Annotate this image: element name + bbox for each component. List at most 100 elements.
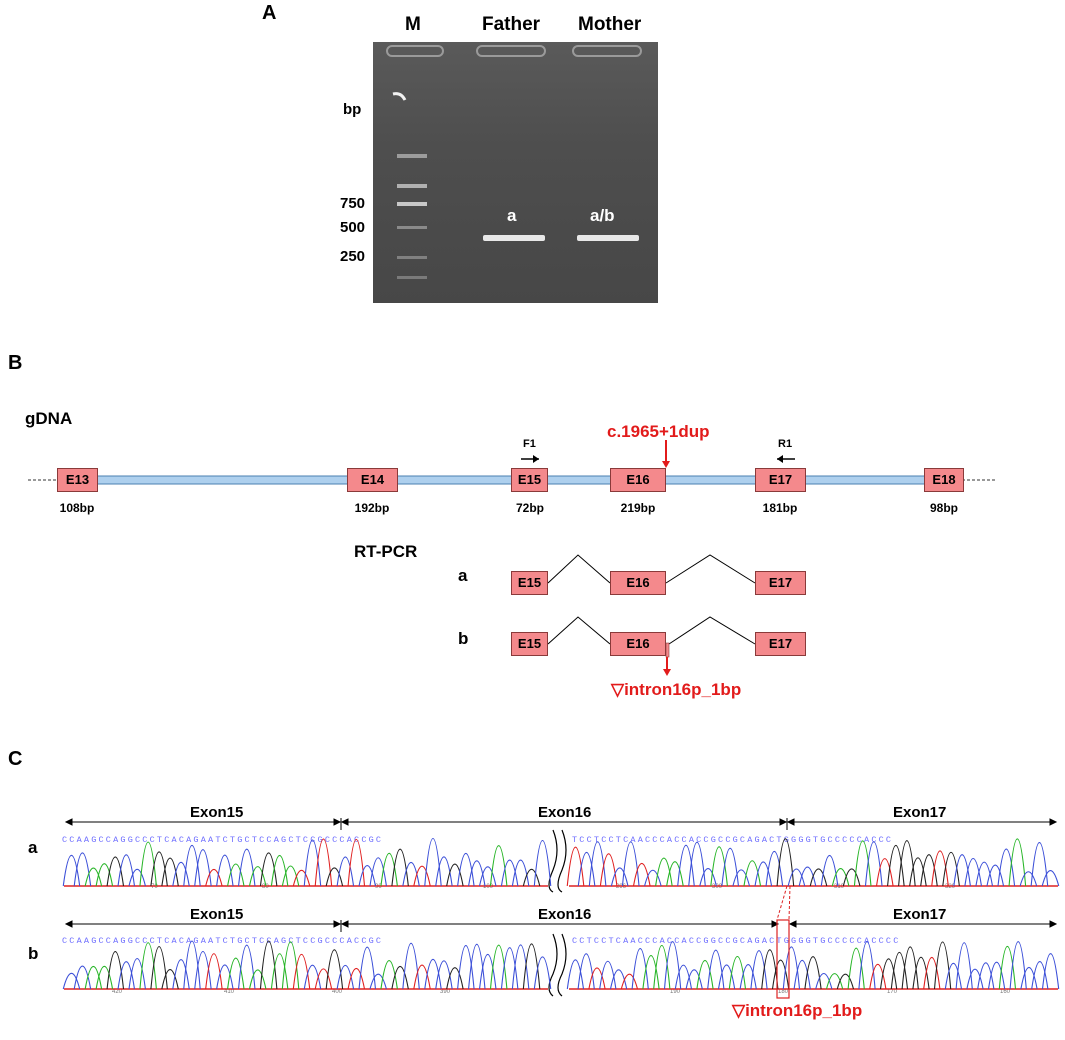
trace-peak [150,851,168,887]
rt-b-e15: E15 [511,632,548,656]
rtpcr-splice-lines [547,554,756,676]
rt-a-e17: E17 [755,571,806,595]
trace-peak [84,966,103,990]
splice-a-2 [665,554,756,584]
rtpcr-insertion-label: ▽intron16p_1bp [611,680,742,699]
trace-peak [599,853,618,887]
trace-peak [933,941,952,990]
trace-peak [588,841,607,887]
chromatogram-traces [62,818,1060,999]
trace-peak [898,840,916,887]
mutation-label: c.1965+1dup [607,422,710,441]
exon-e17: E17 [755,468,806,492]
trace-peak [369,857,387,887]
trace-peak [721,848,739,887]
trace-peak [183,845,201,887]
trace-peak [117,854,136,887]
tick-b-3: 390 [440,989,451,995]
trace-peak [955,942,973,990]
bp-marker-500: 500 [340,219,366,236]
band-label-a: a [507,206,517,225]
ladder-band [397,226,427,229]
bp-marker-250: 250 [340,248,366,265]
trace-peak [380,960,398,990]
exon-size-e17: 181bp [762,501,798,515]
trace-peak [655,857,673,887]
trace-peak [599,961,617,990]
trace-peak [566,846,585,887]
lane-header-mother: Mother [578,14,642,35]
trace-peak [793,959,811,990]
trace-peak [632,863,651,887]
trace-peak [739,964,757,990]
trace-peak [621,841,640,887]
trace-peak [281,865,300,887]
trace-peak [909,857,927,887]
trace-peak [522,868,541,887]
trace-peak [653,944,671,990]
trace-peak [303,839,322,887]
row-b-exon-span-arrows [64,920,1058,932]
rtpcr-title: RT-PCR [354,542,418,561]
trace-peak [879,958,898,990]
trace-peak [106,951,125,990]
trace-peak [511,944,530,990]
ladder-band [397,184,427,188]
trace-peak [987,961,1006,990]
trace-peak [696,959,714,990]
trace-peak [358,947,377,990]
insertion-guide-right [788,885,791,921]
trace-peak [95,863,114,887]
trace-peak [84,867,103,887]
trace-peak [847,947,865,990]
trace-peak [912,956,930,990]
trace-peak [391,966,409,990]
exon-size-e18: 98bp [929,501,958,515]
trace-peak [674,964,693,990]
trace-peak [489,845,508,887]
trace-peak [73,965,92,990]
band-mother [577,235,639,241]
tick-a-2: 90 [375,884,382,890]
tick-b-0: 420 [112,989,123,995]
panel-b-label: B [8,352,23,374]
seq-row-a-label: a [28,838,38,857]
trace-peak [227,863,245,887]
tick-b-6: 170 [887,989,898,995]
primer-r1-label: R1 [778,438,793,450]
trace-peak [1020,966,1038,990]
well-marker [386,45,444,57]
trace-peak [161,969,179,990]
row-b-break-mark [548,933,567,997]
trace-peak [804,956,822,990]
trace-peak [620,973,639,990]
trace-peak [728,955,747,990]
trace-peak [1041,953,1060,990]
trace-peak [699,868,717,887]
trace-peak [577,851,596,887]
trace-peak [468,860,486,887]
panel-a-label: A [262,2,277,24]
trace-peak [468,943,486,990]
band-label-ab: a/b [590,206,615,225]
well-father [476,45,546,57]
trace-peak [489,944,508,990]
row-b-exon16-label: Exon16 [538,906,592,923]
trace-peak [901,946,919,990]
rt-b-e16: E16 [610,632,666,656]
trace-peak [858,941,876,990]
trace-peak [964,858,982,887]
trace-peak [95,966,114,990]
trace-peak [853,840,872,887]
bp-marker-750: 750 [340,195,366,212]
trace-peak [923,956,941,990]
trace-peak [161,857,179,887]
trace-peak [347,967,366,990]
trace-peak [139,942,157,990]
trace-peak [977,962,995,990]
trace-peak [259,940,278,990]
exon-e16: E16 [610,468,666,492]
lane-header-marker: M [405,14,421,35]
trace-peak [194,849,212,887]
tick-a-3: 100 [483,884,494,890]
